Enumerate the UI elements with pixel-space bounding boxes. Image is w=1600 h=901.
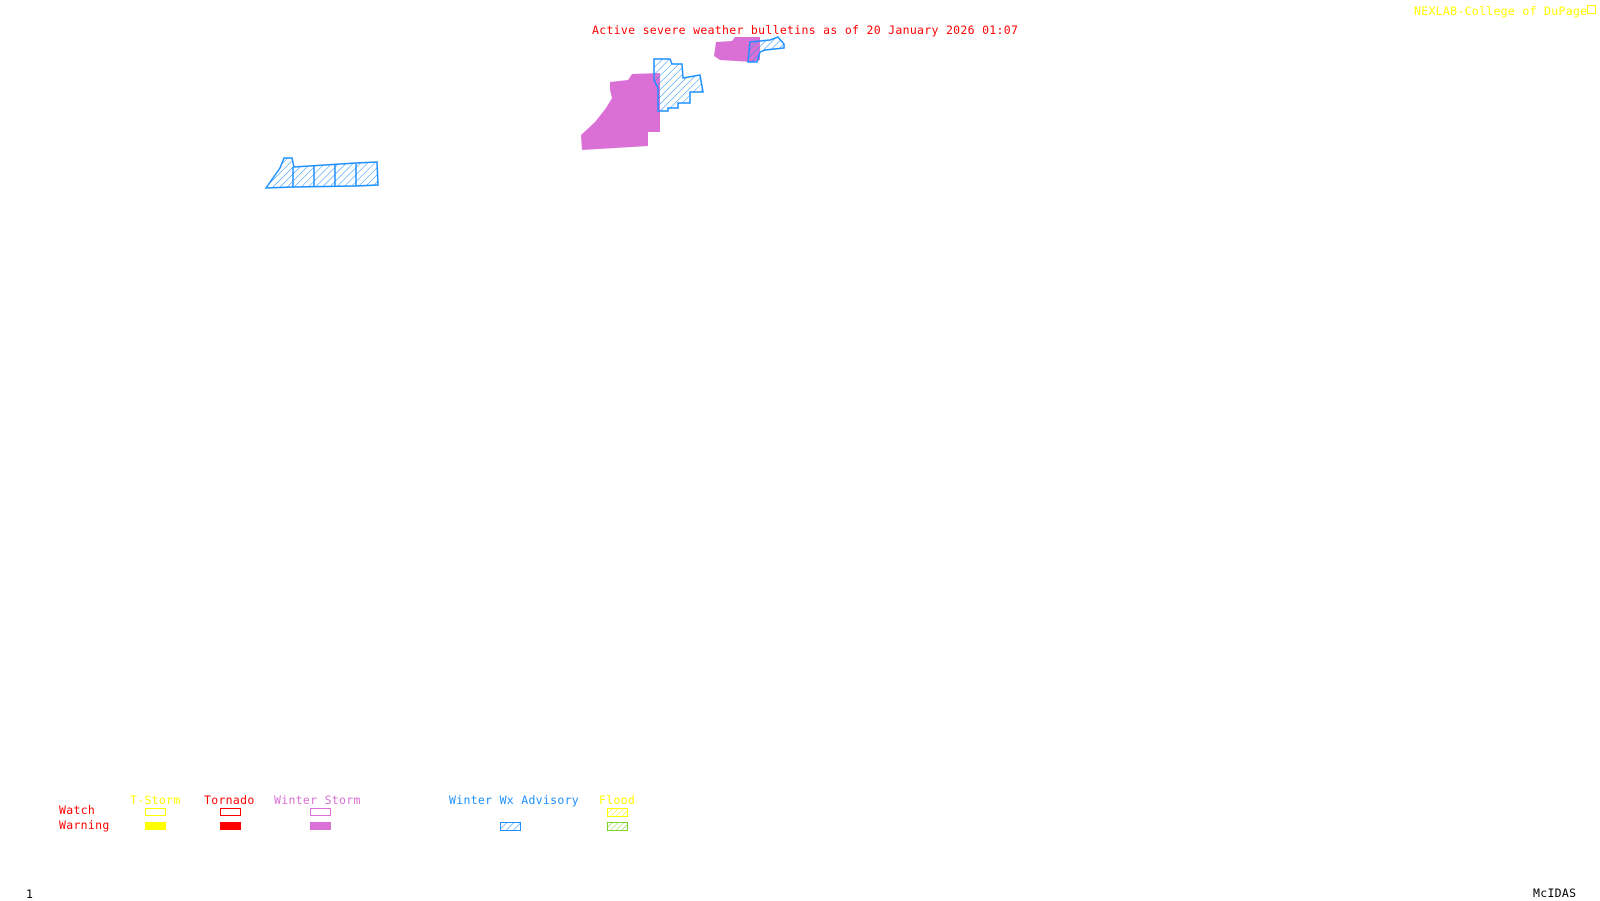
winter-storm-warning-area	[581, 73, 660, 150]
winter-advisory-area	[264, 157, 379, 189]
legend-flood-watch	[607, 808, 628, 817]
winter-advisory-area	[747, 36, 785, 63]
legend-tstorm-label: T-Storm	[130, 793, 181, 807]
legend-winter-advisory-label: Winter Wx Advisory	[449, 793, 580, 807]
credit-label: NEXLAB-College of DuPage	[1414, 4, 1588, 18]
legend-winter-advisory-warning	[500, 822, 521, 831]
legend-tstorm-warning	[145, 822, 166, 830]
legend-row-watch: Watch	[59, 803, 96, 817]
winter-advisory-area	[653, 58, 704, 112]
resize-corner-icon[interactable]	[1587, 5, 1596, 14]
legend-tornado-warning	[220, 822, 241, 830]
legend-tornado-watch	[220, 808, 241, 816]
legend-tstorm-watch	[145, 808, 166, 816]
software-label: McIDAS	[1533, 886, 1577, 900]
legend-tornado-label: Tornado	[204, 793, 255, 807]
legend-flood-label: Flood	[599, 793, 636, 807]
legend-winter-storm-label: Winter Storm	[274, 793, 361, 807]
legend-winter-storm-watch	[310, 808, 331, 816]
frame-number: 1	[26, 887, 34, 901]
map-title: Active severe weather bulletins as of 20…	[592, 23, 1019, 37]
legend-row-warning: Warning	[59, 818, 110, 832]
legend-flood-warning	[607, 822, 628, 831]
legend-winter-storm-warning	[310, 822, 331, 830]
